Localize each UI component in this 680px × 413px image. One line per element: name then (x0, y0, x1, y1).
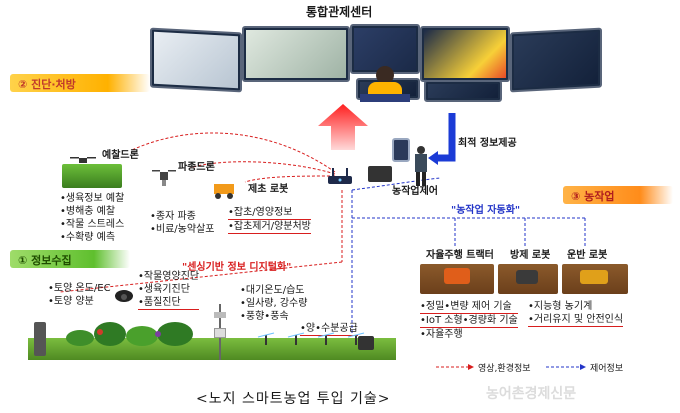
tractor-tech-item: •정밀•변량 제어 기술 (420, 300, 518, 314)
weeding-robot-icon (212, 180, 238, 200)
camera-sensor-item: •생육기진단 (138, 284, 190, 295)
tractor-tech-item: •IoT 소형•경량화 기술 (420, 315, 518, 328)
watermark-logo: 농어촌경제신문 (486, 383, 576, 403)
forecast-item: •작물 스트레스 (60, 219, 125, 230)
weather-station-icon (214, 304, 226, 360)
tractor-image (420, 264, 494, 294)
seeding-item: •종자 파종 (150, 211, 196, 222)
weeding-item: •잡초/영양정보 (228, 206, 311, 220)
seeding-drone-icon (152, 166, 176, 188)
transport-robot-label: 운반 로봇 (567, 250, 608, 261)
crop-field-image (62, 164, 122, 188)
weeding-list: •잡초/영양정보 •잡초제거/양분처방 (228, 206, 311, 234)
pest-robot-image (498, 264, 558, 294)
tractor-tech-item: •자율주행 (420, 329, 463, 340)
farming-section-badge: ③ 농작업 (563, 186, 673, 204)
automation-quote: "농작업 자동화" (451, 205, 521, 216)
optimal-info-arrow (438, 113, 456, 162)
optimal-info-label: 최적 정보제공 (458, 138, 517, 149)
farmer-icon (412, 146, 430, 186)
figure-caption: <노지 스마트농업 투입 기술> (196, 391, 391, 407)
monitor-wall (150, 22, 602, 104)
camera-sensor-list: •작물영양진단 •생육기진단 •품질진단 (138, 270, 200, 310)
pest-robot-label: 방제 로봇 (510, 250, 551, 261)
legend-control-info: 제어정보 (590, 364, 624, 374)
tractor-label: 자율주행 트랙터 (426, 250, 494, 261)
irrigation-sprinklers-image (256, 330, 366, 345)
weeding-robot-label: 제초 로봇 (248, 184, 289, 195)
watermark-text: 농어촌경제신문 (486, 386, 577, 402)
router-hub-icon (326, 168, 354, 186)
legend-video-env: 영상,환경정보 (478, 364, 531, 374)
forecast-drone-label: 예찰드론 (102, 150, 139, 161)
digitalization-quote: "센싱기반 정보 디지털화" (182, 262, 292, 273)
soil-sensor-list: •토양 온도/EC •토양 양분 (48, 282, 111, 308)
weeding-item: •잡초제거/양분처방 (228, 221, 311, 234)
weather-sensor-item: •일사량, 강수량 (240, 298, 308, 309)
soil-sensor-icon (34, 322, 46, 356)
diagnosis-section-badge: ② 진단·처방 (10, 74, 150, 92)
robot-tech-item: •지능형 농기계 (528, 301, 593, 312)
farm-control-label: 농작업제어 (392, 186, 438, 197)
red-dashed-forecast (131, 132, 336, 173)
seeding-list: •종자 파종 •비료/농약살포 (150, 210, 214, 236)
tablet-icon (392, 138, 410, 162)
upload-arrow-icon (318, 104, 368, 150)
soil-sensor-item: •토양 양분 (48, 296, 94, 307)
field-ground-image (28, 338, 396, 360)
seeding-drone-label: 파종드론 (178, 162, 215, 173)
camera-sensor-icon (114, 288, 134, 304)
tractor-tech-list: •정밀•변량 제어 기술 •IoT 소형•경량화 기술 •자율주행 (420, 300, 518, 341)
irrigation-controller-icon (358, 336, 374, 350)
forecast-list: •생육정보 예찰 •병해충 예찰 •작물 스트레스 •수확량 예측 (60, 192, 124, 244)
soil-sensor-item: •토양 온도/EC (48, 283, 111, 294)
forecast-item: •수확량 예측 (60, 232, 116, 243)
operator-icon (360, 66, 410, 104)
forecast-item: •생육정보 예찰 (60, 193, 125, 204)
robot-tech-list: •지능형 농기계 •거리유지 및 안전인식 (528, 300, 624, 327)
irrigation-label: •양•수분공급 (300, 323, 358, 336)
forecast-drone-icon (70, 150, 96, 163)
weather-sensor-item: •풍향•풍속 (240, 311, 289, 322)
collection-section-badge: ① 정보수집 (10, 250, 130, 268)
control-center-title: 통합관제센터 (306, 5, 373, 19)
camera-sensor-item: •품질진단 (138, 296, 200, 310)
forecast-item: •병해충 예찰 (60, 206, 116, 217)
weather-sensor-item: •대기온도/습도 (240, 285, 305, 296)
weather-sensor-list: •대기온도/습도 •일사량, 강수량 •풍향•풍속 (240, 284, 307, 323)
robot-tech-item: •거리유지 및 안전인식 (528, 314, 624, 327)
seeding-item: •비료/농약살포 (150, 224, 215, 235)
camera-sensor-item: •작물영양진단 (138, 271, 200, 282)
crops-image (60, 316, 210, 346)
laptop-icon (368, 166, 392, 182)
transport-robot-image (562, 264, 628, 294)
